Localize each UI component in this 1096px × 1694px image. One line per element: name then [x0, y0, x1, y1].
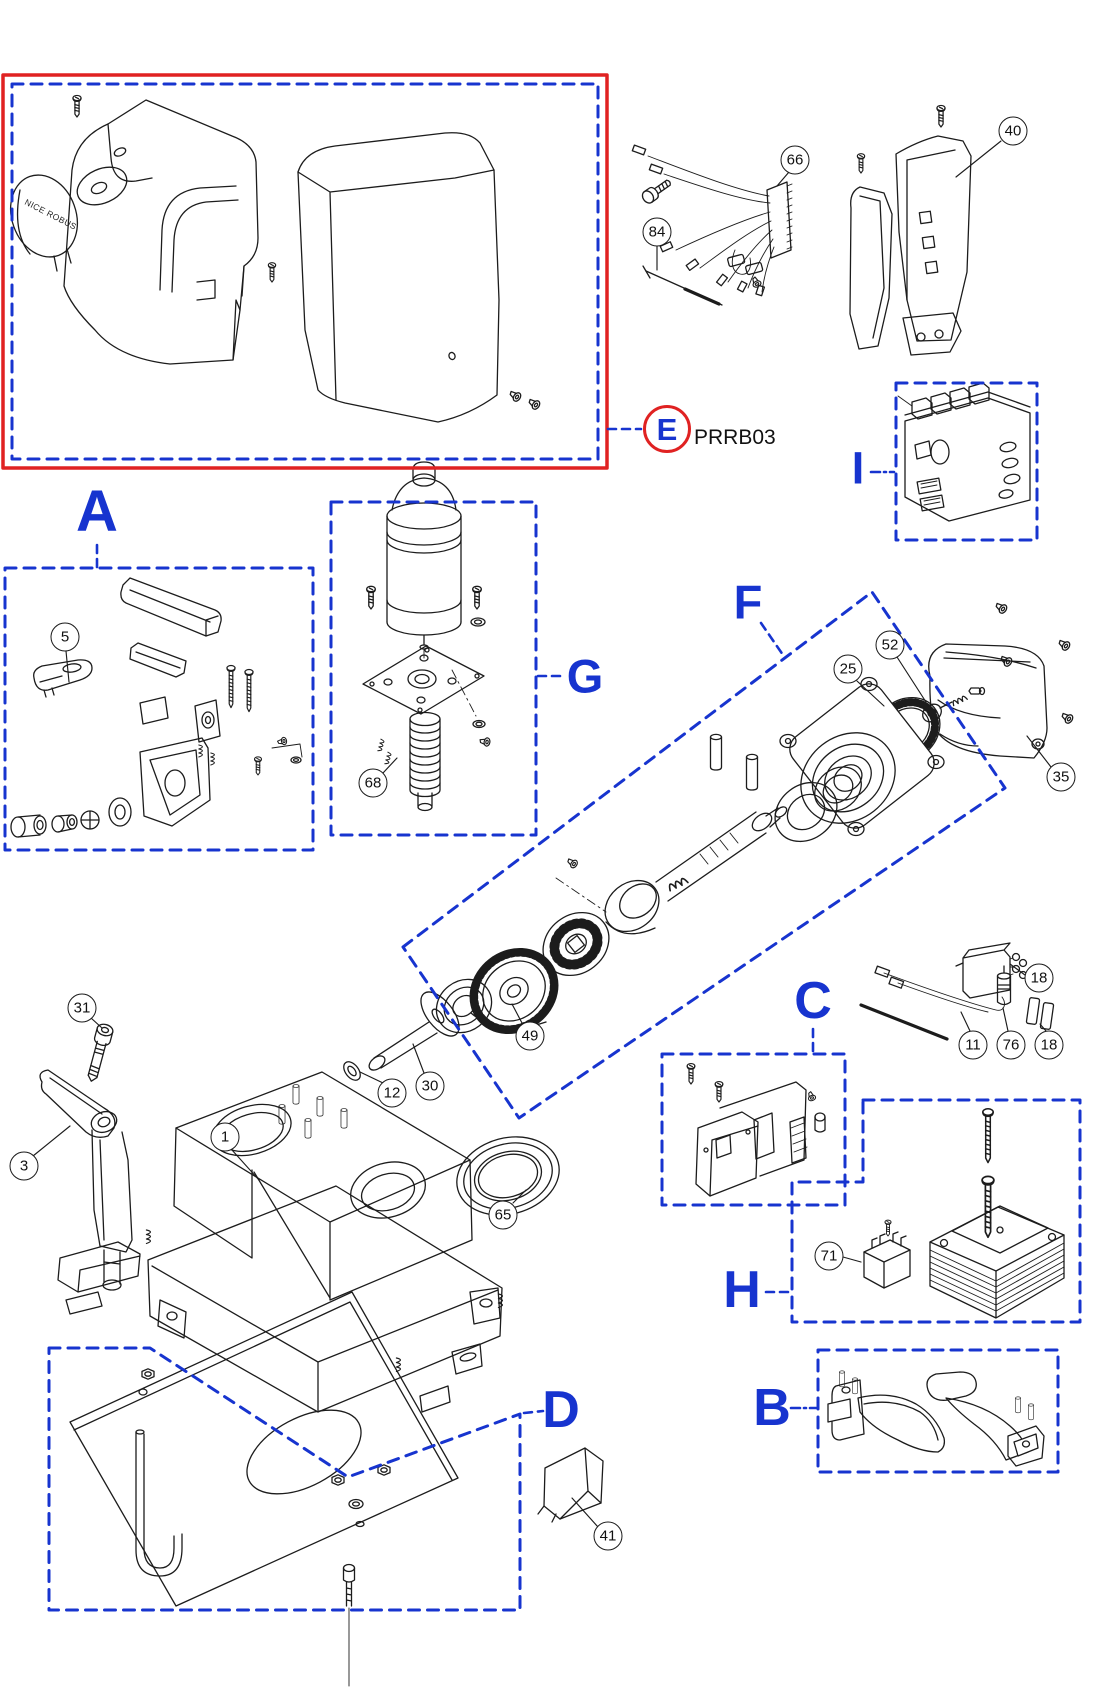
section-label-I: I: [851, 442, 865, 494]
release-assembly-drawing: [10, 577, 303, 838]
pcb-drawing: [686, 1062, 826, 1197]
cable-harness-drawing: [631, 144, 793, 306]
callout-12: 12: [377, 1078, 407, 1108]
section-label-A: A: [76, 479, 118, 544]
gearbox-drawing: [343, 599, 1075, 1081]
control-board-drawing: [897, 382, 1031, 522]
section-label-C: C: [794, 972, 832, 1030]
callout-41: 41: [593, 1521, 623, 1551]
section-label-E: E: [656, 411, 678, 447]
callout-35: 35: [1046, 762, 1076, 792]
callout-25: 25: [833, 654, 863, 684]
callout-66: 66: [780, 145, 810, 175]
section-label-H: H: [723, 1261, 761, 1319]
callout-49: 49: [515, 1021, 545, 1051]
motor-drawing: [362, 461, 492, 812]
bracket-40-drawing: [849, 104, 972, 356]
handles-drawing: [827, 1370, 1045, 1467]
callout-18a: 18: [1024, 963, 1054, 993]
foundation-plate-drawing: [69, 1291, 604, 1687]
section-label-F: F: [733, 575, 763, 629]
callout-18b: 18: [1034, 1030, 1064, 1060]
callout-1: 1: [210, 1122, 240, 1152]
callout-71: 71: [814, 1241, 844, 1271]
callout-65: 65: [488, 1200, 518, 1230]
product-code: PRRB03: [694, 426, 776, 449]
cover-assembly-drawing: NICE ROBUS: [10, 94, 542, 423]
section-label-E-badge: E: [643, 405, 691, 453]
callout-30: 30: [415, 1071, 445, 1101]
callout-leaders: [32, 140, 1052, 1528]
callout-76: 76: [996, 1030, 1026, 1060]
callout-84: 84: [642, 217, 672, 247]
callout-31: 31: [67, 993, 97, 1023]
callout-52: 52: [875, 630, 905, 660]
callout-40: 40: [998, 116, 1028, 146]
section-boxes: [1, 73, 1082, 1612]
release-lever-drawing: [39, 1023, 133, 1291]
limit-switch-drawing: [859, 942, 1055, 1041]
callout-68: 68: [358, 768, 388, 798]
section-connectors: [95, 427, 896, 1415]
transformer-drawing: [863, 1108, 1065, 1319]
section-label-B: B: [753, 1379, 791, 1437]
callout-5: 5: [50, 622, 80, 652]
motor-base-drawing: [57, 1071, 560, 1413]
callout-3: 3: [9, 1151, 39, 1181]
section-label-D: D: [542, 1381, 580, 1439]
callout-11: 11: [958, 1030, 988, 1060]
section-label-G: G: [566, 649, 604, 703]
